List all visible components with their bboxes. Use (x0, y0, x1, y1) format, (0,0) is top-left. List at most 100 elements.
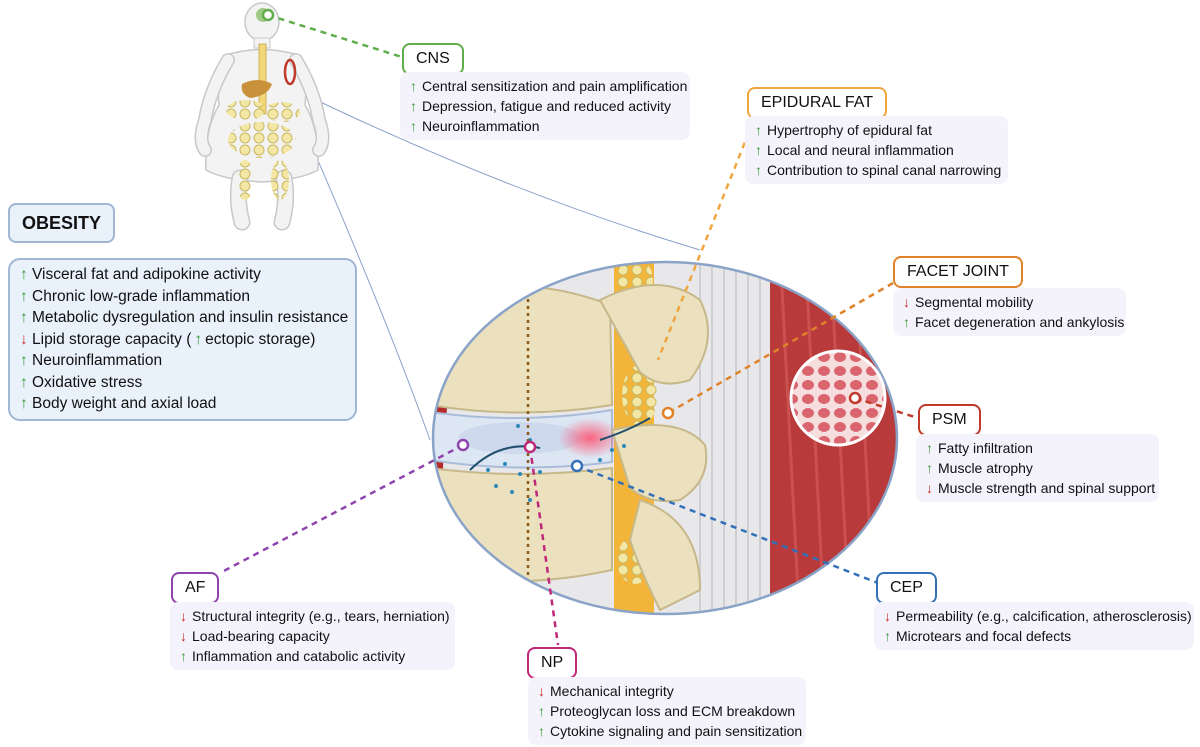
np-item: ↑ Cytokine signaling and pain sensitizati… (538, 721, 802, 741)
psm-item: ↑ Muscle atrophy (926, 458, 1149, 478)
item-text: Structural integrity (e.g., tears, herni… (192, 608, 450, 624)
item-text: Muscle atrophy (938, 460, 1033, 476)
item-text: Chronic low-grade inflammation (32, 287, 250, 305)
up-arrow-icon: ↑ (20, 395, 28, 412)
up-arrow-icon: ↑ (20, 373, 28, 391)
obesity-item: ↑Visceral fat and adipokine activity (20, 264, 345, 286)
up-arrow-icon: ↑ (538, 723, 545, 739)
item-text: Visceral fat and adipokine activity (32, 266, 261, 283)
epidural-fat-item: ↑ Contribution to spinal canal narrowing (755, 160, 1002, 180)
down-arrow-icon: ↓ (180, 628, 187, 644)
item-text: Body weight and axial load (32, 395, 217, 412)
human-figure (194, 2, 330, 231)
up-arrow-icon: ↑ (410, 78, 417, 94)
item-text: Microtears and focal defects (896, 628, 1072, 644)
up-arrow-icon: ↑ (180, 648, 187, 664)
psm-magnified-tissue (789, 349, 887, 447)
cep-item: ↑ Microtears and focal defects (884, 626, 1184, 646)
up-arrow-icon: ↑ (20, 287, 28, 305)
up-arrow-icon: ↑ (926, 460, 933, 476)
facet-joint-title: FACET JOINT (893, 256, 1023, 288)
down-arrow-icon: ↓ (538, 683, 545, 699)
facet-joint-item: ↓ Segmental mobility (903, 292, 1116, 312)
epidural-fat-item: ↑ Local and neural inflammation (755, 140, 998, 160)
psm-item: ↑ Fatty infiltration (926, 438, 1149, 458)
item-text: Hypertrophy of epidural fat (767, 122, 932, 138)
item-text: Lipid storage capacity ( (32, 330, 192, 348)
np-panel: ↓ Mechanical integrity ↑ Proteoglycan loss… (528, 677, 806, 745)
up-arrow-icon: ↑ (410, 118, 417, 134)
down-arrow-icon: ↓ (926, 480, 933, 496)
item-text-suffix: ectopic storage) (205, 330, 316, 348)
down-arrow-icon: ↓ (903, 294, 910, 310)
obesity-item: ↑Body weight and axial load (20, 393, 345, 415)
up-arrow-icon: ↑ (194, 330, 203, 348)
epidural-fat-item: ↑ Hypertrophy of epidural fat (755, 120, 998, 140)
item-text: Proteoglycan loss and ECM breakdown (550, 703, 796, 719)
leader-lines (219, 13, 919, 646)
obesity-item: ↑Oxidative stress (20, 372, 345, 394)
cns-panel: ↑ Central sensitization and pain amplific… (400, 72, 690, 140)
cep-panel: ↓ Permeability (e.g., calcification, athe… (874, 602, 1194, 650)
item-text: Central sensitization and pain amplifica… (422, 78, 688, 94)
facet-joint-item: ↑ Facet degeneration and ankylosis (903, 312, 1124, 332)
item-text: Metabolic dysregulation and insulin resi… (32, 309, 349, 326)
cns-item: ↑ Central sensitization and pain amplific… (410, 76, 687, 96)
up-arrow-icon: ↑ (538, 703, 545, 719)
item-text: Local and neural inflammation (767, 142, 954, 158)
af-title: AF (171, 572, 220, 604)
af-item: ↓ Structural integrity (e.g., tears, hern… (180, 606, 450, 626)
up-arrow-icon: ↑ (755, 162, 762, 178)
item-text: Neuroinflammation (422, 118, 540, 134)
obesity-item: ↑Metabolic dysregulation and insulin res… (20, 307, 349, 329)
up-arrow-icon: ↑ (20, 266, 28, 283)
cns-item: ↑ Neuroinflammation (410, 116, 680, 136)
item-text: Segmental mobility (915, 294, 1034, 310)
down-arrow-icon: ↓ (884, 608, 891, 624)
cns-title: CNS (402, 43, 464, 75)
up-arrow-icon: ↑ (903, 314, 910, 330)
obesity-panel: ↑Visceral fat and adipokine activity ↑Ch… (8, 258, 357, 421)
item-text: Permeability (e.g., calcification, ather… (896, 608, 1192, 624)
epidural-fat-panel: ↑ Hypertrophy of epidural fat ↑ Local and … (745, 116, 1008, 184)
up-arrow-icon: ↑ (884, 628, 891, 644)
up-arrow-icon: ↑ (755, 122, 762, 138)
up-arrow-icon: ↑ (410, 98, 417, 114)
af-item: ↑ Inflammation and catabolic activity (180, 646, 445, 666)
af-item: ↓ Load-bearing capacity (180, 626, 445, 646)
item-text: Load-bearing capacity (192, 628, 330, 644)
psm-panel: ↑ Fatty infiltration ↑ Muscle atrophy ↓ Mus… (916, 434, 1159, 502)
np-title: NP (527, 647, 578, 679)
psm-item: ↓ Muscle strength and spinal support (926, 478, 1155, 498)
cep-item: ↓ Permeability (e.g., calcification, athe… (884, 606, 1192, 626)
down-arrow-icon: ↓ (20, 330, 28, 348)
np-item: ↑ Proteoglycan loss and ECM breakdown (538, 701, 796, 721)
down-arrow-icon: ↓ (180, 608, 187, 624)
up-arrow-icon: ↑ (20, 352, 28, 369)
cep-title: CEP (876, 572, 937, 604)
leader-endpoints (261, 8, 862, 473)
up-arrow-icon: ↑ (926, 440, 933, 456)
obesity-item: ↑Neuroinflammation (20, 350, 345, 372)
af-panel: ↓ Structural integrity (e.g., tears, hern… (170, 602, 455, 670)
item-text: Cytokine signaling and pain sensitizatio… (550, 723, 803, 739)
item-text: Contribution to spinal canal narrowing (767, 162, 1002, 178)
item-text: Depression, fatigue and reduced activity (422, 98, 672, 114)
facet-joint-panel: ↓ Segmental mobility ↑ Facet degeneration … (893, 288, 1126, 336)
psm-title: PSM (918, 404, 981, 436)
item-text: Oxidative stress (32, 373, 143, 391)
up-arrow-icon: ↑ (20, 309, 28, 326)
np-item: ↓ Mechanical integrity (538, 681, 796, 701)
item-text: Muscle strength and spinal support (938, 480, 1156, 496)
item-text: Fatty infiltration (938, 440, 1033, 456)
item-text: Neuroinflammation (32, 352, 163, 369)
cns-item: ↑ Depression, fatigue and reduced activit… (410, 96, 680, 116)
item-text: Inflammation and catabolic activity (192, 648, 406, 664)
epidural-fat-title: EPIDURAL FAT (747, 87, 888, 119)
obesity-item: ↑Chronic low-grade inflammation (20, 286, 345, 308)
obesity-item: ↓Lipid storage capacity (↑ectopic storag… (20, 329, 345, 351)
up-arrow-icon: ↑ (755, 142, 762, 158)
item-text: Mechanical integrity (550, 683, 674, 699)
item-text: Facet degeneration and ankylosis (915, 314, 1125, 330)
